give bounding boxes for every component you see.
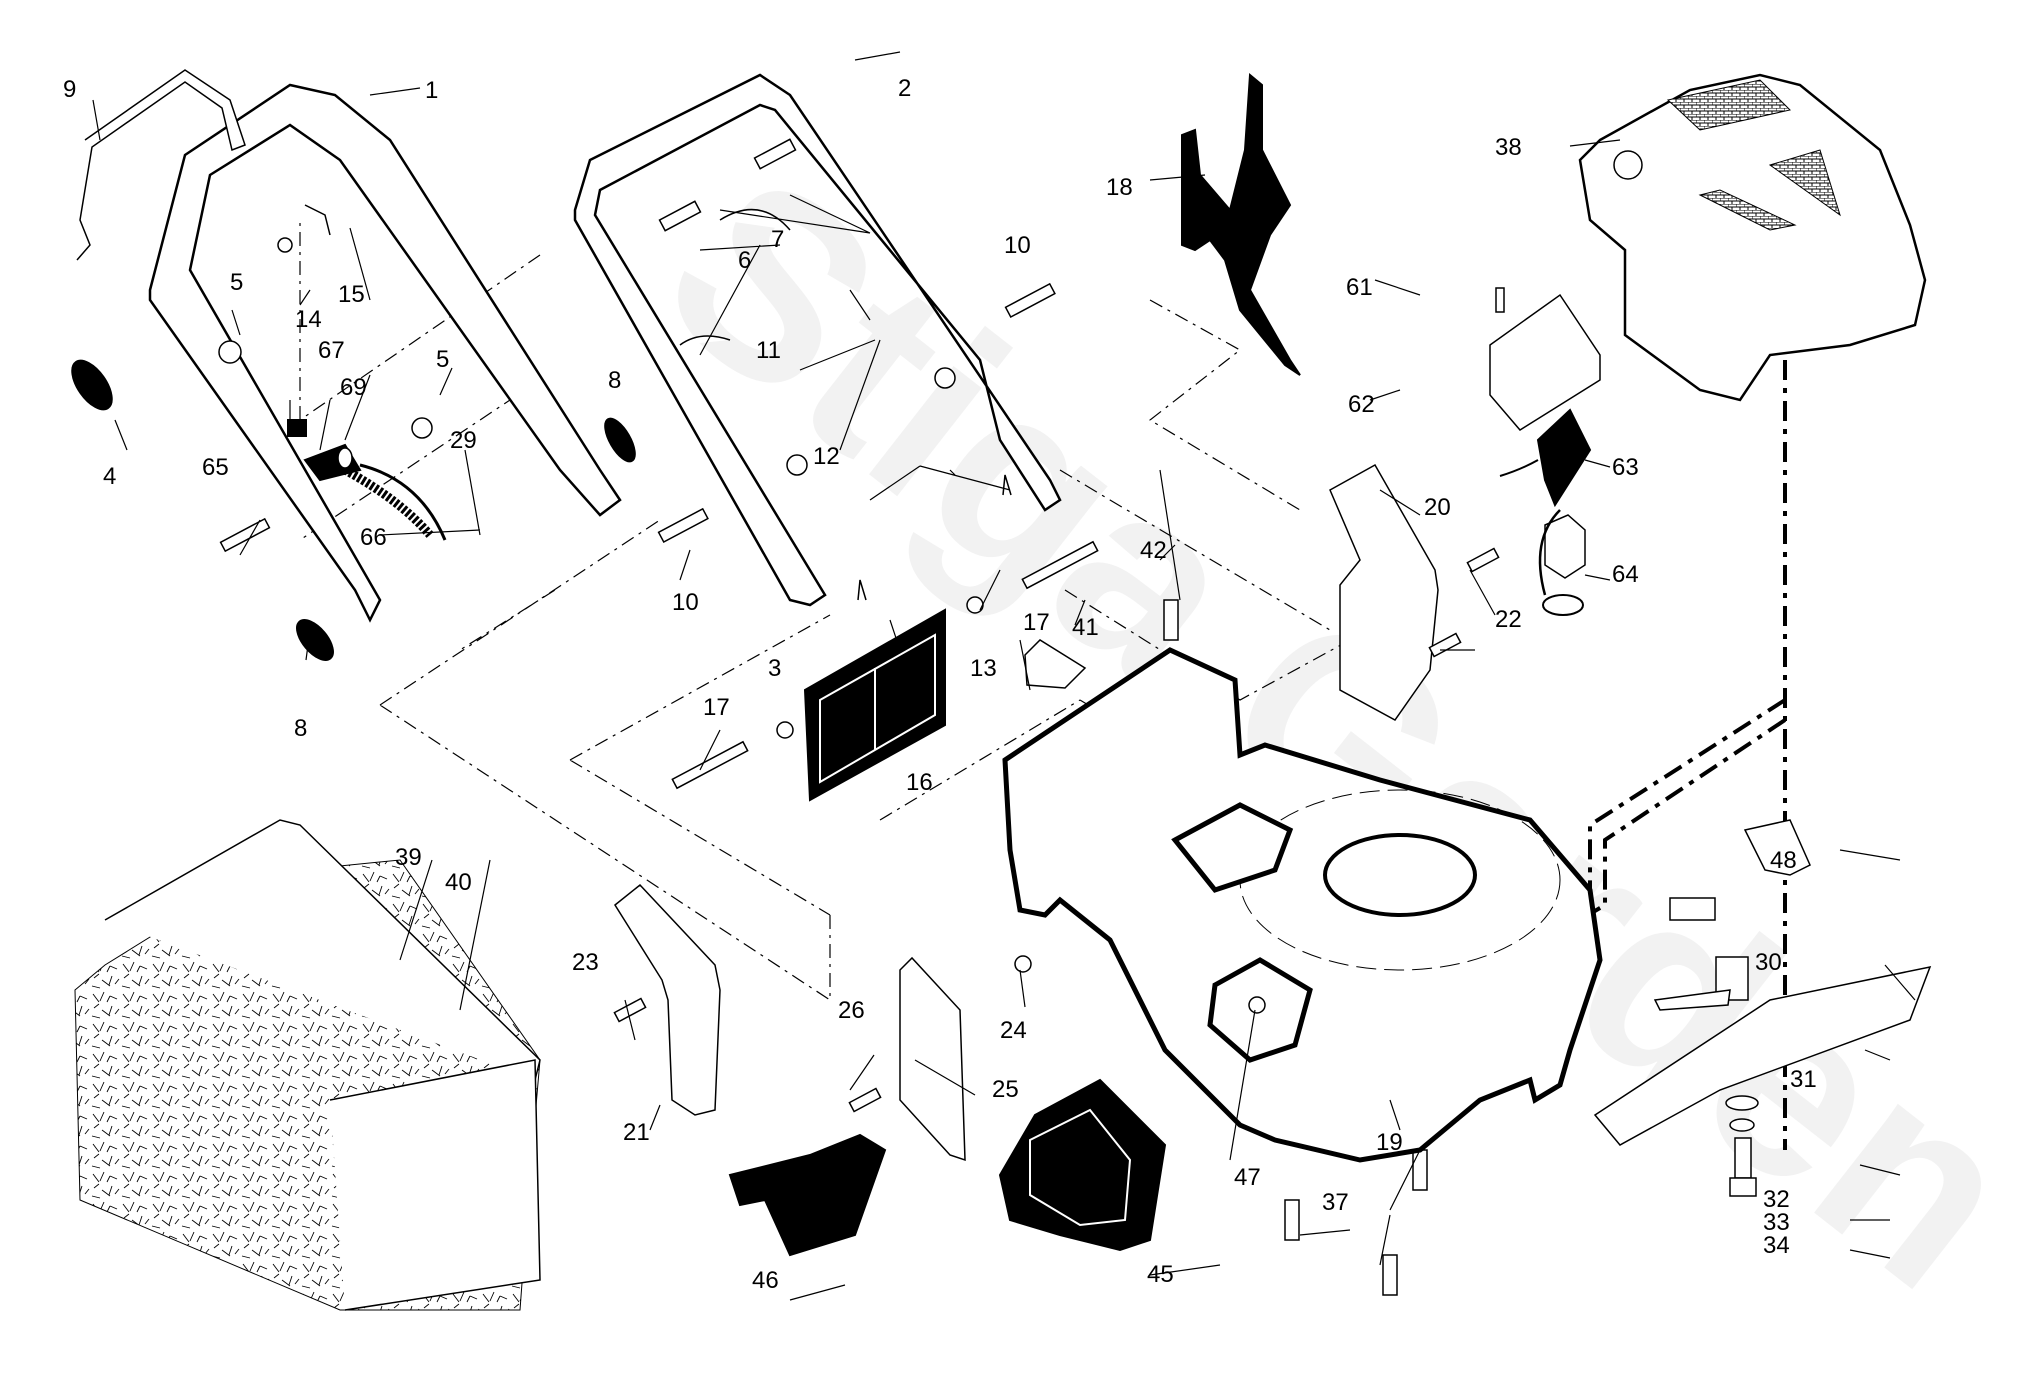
- callout-23: 23: [572, 949, 599, 976]
- part-nuts[interactable]: [218, 340, 1032, 973]
- callout-10a: 10: [1004, 232, 1031, 259]
- part-charger[interactable]: [1538, 509, 1586, 616]
- callout-62: 62: [1348, 391, 1375, 418]
- part-shoulder-bolts[interactable]: [657, 282, 1056, 544]
- callout-30: 30: [1755, 949, 1782, 976]
- part-battery-box[interactable]: [1489, 287, 1601, 431]
- part-height-adjuster-right[interactable]: [1329, 463, 1439, 721]
- callout-67: 67: [318, 337, 345, 364]
- callout-17a: 17: [703, 694, 730, 721]
- callout-29: 29: [450, 427, 477, 454]
- callout-20: 20: [1424, 494, 1451, 521]
- callout-32: 32: [1763, 1186, 1790, 1213]
- part-cable-tie[interactable]: [679, 208, 791, 346]
- callout-labels: 1 2 3 4 5 5 6 7 8 8 9 10 10 11 12 13 14 …: [63, 75, 1817, 1294]
- callout-21: 21: [623, 1119, 650, 1146]
- part-springs-bolts[interactable]: [671, 540, 1099, 790]
- callout-13: 13: [970, 655, 997, 682]
- part-misc-bolts[interactable]: [613, 547, 1500, 1296]
- callout-47: 47: [1234, 1164, 1261, 1191]
- callout-64: 64: [1612, 561, 1639, 588]
- callout-8b: 8: [294, 715, 307, 742]
- callout-6: 6: [738, 247, 751, 274]
- callout-31: 31: [1790, 1066, 1817, 1093]
- callout-4: 4: [103, 463, 116, 490]
- part-knobs[interactable]: [64, 354, 640, 666]
- part-deck[interactable]: [1002, 647, 1603, 1163]
- callout-34: 34: [1763, 1232, 1790, 1259]
- callout-10b: 10: [672, 589, 699, 616]
- callout-5b: 5: [436, 346, 449, 373]
- part-bolts-7[interactable]: [658, 138, 797, 232]
- part-mulch-plug[interactable]: [1181, 72, 1301, 376]
- callout-61: 61: [1346, 274, 1373, 301]
- callout-37: 37: [1322, 1189, 1349, 1216]
- callout-48: 48: [1770, 847, 1797, 874]
- part-discharge-door[interactable]: [998, 1078, 1167, 1252]
- callout-39: 39: [395, 844, 422, 871]
- callout-11: 11: [756, 337, 781, 364]
- callout-22: 22: [1495, 606, 1522, 633]
- callout-8a: 8: [608, 367, 621, 394]
- part-nut-47[interactable]: [1207, 957, 1313, 1063]
- callout-25: 25: [992, 1076, 1019, 1103]
- callout-33: 33: [1763, 1209, 1790, 1236]
- callout-42: 42: [1140, 537, 1167, 564]
- part-rear-flap[interactable]: [803, 608, 946, 802]
- callout-5a: 5: [230, 269, 243, 296]
- part-handle-upper[interactable]: [148, 83, 622, 623]
- part-engine[interactable]: [1578, 73, 1927, 402]
- part-side-plate[interactable]: [899, 956, 966, 1162]
- callout-26: 26: [838, 997, 865, 1024]
- part-battery[interactable]: [1499, 408, 1592, 508]
- part-discharge-chute[interactable]: [728, 1133, 887, 1257]
- part-blade-assembly[interactable]: [1593, 819, 1932, 1197]
- part-grass-bag[interactable]: [74, 819, 541, 1311]
- callout-15: 15: [338, 281, 365, 308]
- callout-65: 65: [202, 454, 229, 481]
- callout-45: 45: [1147, 1261, 1174, 1288]
- part-control-bail[interactable]: [76, 69, 246, 261]
- callout-3: 3: [768, 655, 781, 682]
- callout-17b: 17: [1023, 609, 1050, 636]
- callout-66: 66: [360, 524, 387, 551]
- part-label[interactable]: [1024, 639, 1087, 689]
- callout-16: 16: [906, 769, 933, 796]
- callout-46: 46: [752, 1267, 779, 1294]
- callout-12: 12: [813, 443, 840, 470]
- part-handle-lower[interactable]: [573, 73, 1062, 607]
- callout-40: 40: [445, 869, 472, 896]
- callout-9: 9: [63, 76, 76, 103]
- leader-lines: [92, 51, 1916, 1301]
- callout-69: 69: [340, 374, 367, 401]
- callout-7: 7: [771, 226, 784, 253]
- callout-38: 38: [1495, 134, 1522, 161]
- part-small-hardware[interactable]: [219, 204, 353, 553]
- part-height-adjuster-left[interactable]: [614, 883, 721, 1116]
- callout-1: 1: [425, 77, 438, 104]
- callout-18: 18: [1106, 174, 1133, 201]
- callout-63: 63: [1612, 454, 1639, 481]
- callout-24: 24: [1000, 1017, 1027, 1044]
- callout-14: 14: [295, 306, 322, 333]
- callout-19: 19: [1376, 1129, 1403, 1156]
- callout-41: 41: [1072, 614, 1099, 641]
- callout-2: 2: [898, 75, 911, 102]
